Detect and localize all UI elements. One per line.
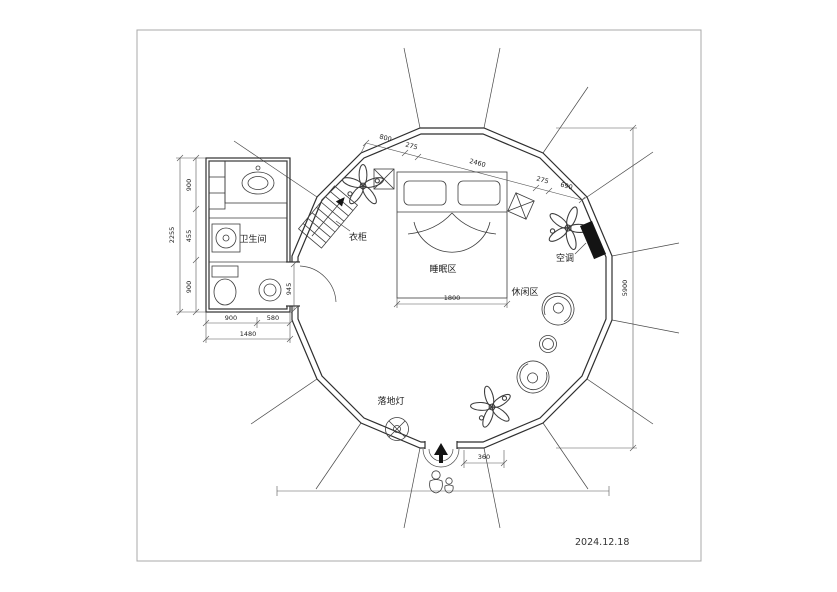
dim-door-opening (290, 260, 298, 314)
drawing-date: 2024.12.18 (575, 537, 629, 548)
dim-text-bathroom-total-width: 1480 (240, 330, 257, 338)
bathroom-room (205, 157, 337, 313)
dim-text-bathroom-h2: 455 (185, 230, 193, 242)
dim-text-bed-width: 1800 (444, 294, 461, 302)
dim-text-bathroom-w1: 900 (225, 314, 237, 322)
dim-text-door-opening: 945 (285, 283, 293, 295)
wardrobe-unit (297, 185, 359, 249)
ground-line (276, 486, 610, 496)
vanity-sink (224, 160, 288, 204)
bathroom-label: 卫生间 (239, 233, 266, 245)
ac-label: 空调 (556, 252, 574, 264)
dim-text-bathroom-total-height: 2255 (168, 227, 176, 244)
main-room-wall (291, 127, 613, 450)
pillow-left (403, 180, 447, 206)
dim-text-bathroom-h3: 900 (185, 281, 193, 293)
dim-text-top1: 800 (378, 133, 392, 144)
nightstand-right (507, 192, 535, 220)
floor-lamp-label: 落地灯 (377, 395, 404, 407)
roof-radial-lines (233, 47, 680, 529)
corner-basin (258, 278, 282, 302)
leisure-area-label: 休闲区 (511, 286, 538, 298)
dim-text-overall-height: 5900 (621, 280, 629, 297)
washing-machine (211, 223, 241, 253)
door-swing-arc (299, 265, 337, 303)
dim-top-chain (360, 139, 588, 204)
dim-text-top2: 275 (404, 141, 418, 152)
dim-left-bathroom (176, 154, 206, 316)
dim-bed-width (393, 298, 511, 308)
drawing-border (136, 29, 702, 562)
person-figure (429, 470, 454, 494)
dim-text-entry-step: 360 (478, 453, 490, 461)
plant-icon (465, 380, 519, 433)
shelf-unit (208, 160, 226, 210)
duvet-arc (413, 221, 491, 253)
dim-entry-step (460, 450, 508, 468)
lounge-chair (511, 355, 555, 399)
entry-arrow-icon (434, 443, 448, 463)
ac-leader-line (574, 242, 587, 255)
side-table (539, 335, 557, 353)
sleeping-area-label: 睡眠区 (429, 263, 456, 275)
dim-text-bathroom-w2: 580 (267, 314, 279, 322)
toilet (211, 265, 239, 306)
wardrobe-leader-line (335, 220, 351, 232)
floor-lamp-icon (385, 417, 409, 441)
dim-bottom-bathroom (202, 312, 294, 343)
dim-text-bathroom-h1: 900 (185, 179, 193, 191)
bed (396, 171, 508, 299)
wardrobe-label: 衣柜 (349, 231, 367, 243)
plant-icon (340, 164, 386, 207)
lounge-chair (537, 288, 579, 330)
pillow-right (457, 180, 501, 206)
dim-right-overall (556, 124, 637, 452)
ac-unit (579, 220, 607, 260)
dim-text-top3: 2460 (468, 157, 486, 169)
dim-text-top5: 690 (559, 181, 573, 192)
dim-text-top4: 275 (535, 175, 549, 186)
